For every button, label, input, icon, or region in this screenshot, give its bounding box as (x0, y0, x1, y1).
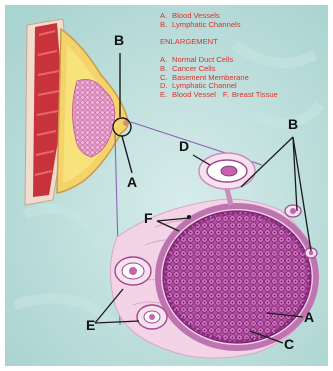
f-pointer-dot (187, 215, 191, 219)
legend: A. Blood Vessels B. Lymphatic Channels E… (160, 12, 330, 100)
label-f: F (144, 211, 153, 225)
legend-heading: ENLARGEMENT (160, 38, 330, 47)
legend-item-e-f: E. Blood Vessel F. Breast Tissue (160, 91, 330, 100)
label-a-small: A (127, 175, 137, 189)
label-b-big: B (288, 117, 298, 131)
label-d: D (179, 139, 189, 153)
label-c: C (284, 337, 294, 351)
label-e: E (86, 318, 95, 332)
label-a-big: A (304, 310, 314, 324)
label-b-small: B (114, 33, 124, 47)
legend-top-b: B. Lymphatic Channels (160, 21, 330, 30)
